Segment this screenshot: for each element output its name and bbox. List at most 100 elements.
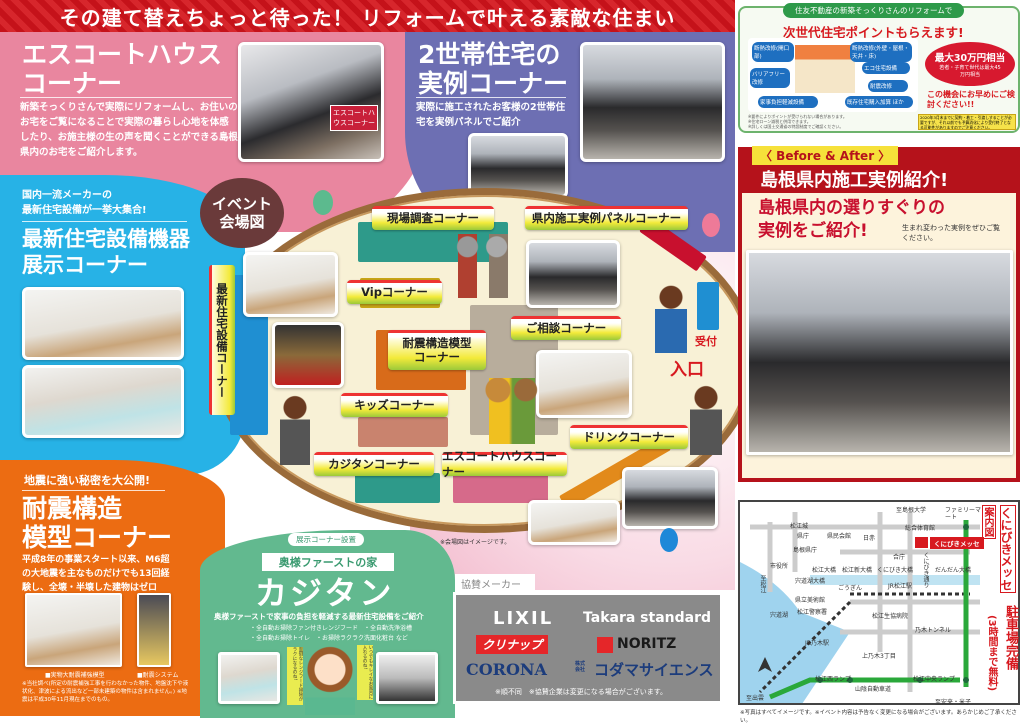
venue-badge-line2: 会場図 bbox=[219, 213, 265, 231]
equipment-lead-line1: 国内一流メーカーの bbox=[22, 190, 112, 201]
escort-title: エスコートハウス コーナー bbox=[22, 40, 222, 98]
beforeafter-photo bbox=[746, 250, 1013, 455]
equipment-lead: 国内一流メーカーの 最新住宅設備が一挙大集合! bbox=[22, 188, 147, 218]
corner-label-kajitan: カジタンコーナー bbox=[314, 452, 434, 476]
points-tag: 既存住宅購入加算 ほか bbox=[845, 96, 913, 108]
staff-illustration bbox=[280, 395, 310, 465]
kajitan-items-1: ・全自動お掃除ファン付きレンジフード ・全自動洗浄浴槽 bbox=[250, 625, 413, 632]
map-place: くにびき通り bbox=[922, 552, 929, 588]
sponsors-title: 協賛メーカー bbox=[455, 574, 535, 593]
points-ribbon: 住友不動産の新築そっくりさんのリフォームで bbox=[783, 3, 965, 18]
quake-desc: 平成8年の事業スタート以来、M6超の大地震を主なものだけでも13回経験し、全壊・… bbox=[22, 555, 170, 593]
sponsors-note: ※順不同 ※協賛企業は変更になる場合がございます。 bbox=[495, 688, 668, 696]
map-place: 合庁 bbox=[893, 554, 906, 561]
housewife-illustration bbox=[305, 645, 355, 715]
quake-note: ※当社調べ(所定の耐震補強工事を行わなかった物件、地盤沈下や液状化、津波による流… bbox=[22, 681, 189, 703]
corner-label-equipment: 最新住宅設備コーナー bbox=[209, 265, 235, 415]
footer-note: ※写真はすべてイメージです。※イベント内容は予告なく変更になる場合がございます。… bbox=[740, 710, 1017, 724]
map-place: 松江城 bbox=[790, 523, 809, 530]
points-tag: バリアフリー改修 bbox=[750, 68, 790, 88]
map-place: JR松江駅 bbox=[888, 583, 912, 590]
points-fine-2: ※住宅ローン減税と併用できます。 bbox=[748, 119, 811, 124]
kajitan-logo: カジタン bbox=[255, 574, 395, 612]
kajitan-desc: 奥様ファーストで家事の負担を軽減する最新住宅設備をご紹介 bbox=[214, 612, 424, 621]
venue-photo bbox=[622, 467, 718, 529]
house-icon bbox=[795, 45, 855, 93]
sponsor-lixil: LIXIL bbox=[493, 608, 554, 629]
sponsor-takara: Takara standard bbox=[583, 610, 712, 626]
map-place: 松江西ランプ bbox=[815, 676, 851, 683]
venue-photo bbox=[526, 240, 620, 308]
divider bbox=[22, 490, 165, 491]
points-max-badge: 最大30万円相当 若者・子育て世代は最大45万円相当 bbox=[925, 42, 1015, 86]
map-place: 上乃木3丁目 bbox=[862, 653, 896, 660]
kajitan-photo-bath bbox=[218, 652, 280, 704]
map-place: 至島根大学 bbox=[896, 507, 927, 514]
kajitan-tag: 展示コーナー設置 bbox=[288, 533, 364, 546]
map-place: 宍道湖大橋 bbox=[795, 578, 826, 585]
points-fine: ※要件によりポイントが受けられない場合があります。 ※住宅ローン減税と併用できま… bbox=[748, 114, 847, 129]
map-place: くにびき大橋 bbox=[877, 567, 914, 574]
map-place: 乃木トンネル bbox=[915, 627, 951, 634]
kajitan-bubble-2: いつでもキレイなお風呂に入れるのね! bbox=[357, 645, 373, 700]
corner-label-drink: ドリンクコーナー bbox=[570, 425, 688, 449]
escort-title-line2: コーナー bbox=[22, 69, 123, 98]
kajitan-bubble-1: 面倒なレンジフード掃除がラクになるのね! bbox=[287, 647, 303, 705]
kajitan-sub: 奥様ファーストの家 bbox=[262, 553, 394, 571]
kitchen-photo bbox=[22, 287, 184, 360]
map-place: JR乃木駅 bbox=[805, 640, 829, 647]
kajitan-items-2: ・全自動お掃除トイレ ・お掃除ラクラク洗面化粧台 など bbox=[250, 635, 408, 642]
corner-label-consult: ご相談コーナー bbox=[511, 316, 621, 340]
map-side-parking: 駐車場完備 bbox=[1003, 605, 1018, 670]
sponsor-noritz: NORITZ bbox=[617, 636, 677, 652]
quake-lead: 地震に強い秘密を大公開! bbox=[24, 474, 151, 487]
corner-label-panel: 県内施工実例パネルコーナー bbox=[525, 206, 688, 230]
map-place: 松江新大橋 bbox=[842, 567, 873, 574]
nisetai-desc: 実際に施工されたお客様の2世帯住宅を実例パネルでご紹介 bbox=[416, 102, 566, 128]
points-tag: 家事負担軽減設備 bbox=[758, 96, 818, 108]
venue-badge: イベント 会場図 bbox=[200, 178, 284, 248]
escort-photo bbox=[238, 42, 384, 162]
equipment-title-line1: 最新住宅設備機器 bbox=[22, 227, 190, 251]
map-place: 島根県庁 bbox=[793, 547, 818, 554]
bath-photo bbox=[22, 365, 184, 438]
equipment-lead-line2: 最新住宅設備が一挙大集合! bbox=[22, 205, 147, 216]
map-place: 市役所 bbox=[770, 563, 789, 570]
quake-panel bbox=[0, 460, 225, 716]
quake-title: 耐震構造 模型コーナー bbox=[22, 494, 172, 552]
sponsor-corona: CORONA bbox=[466, 660, 547, 679]
map-place: 県民会館 bbox=[827, 533, 852, 540]
noritz-logo-icon bbox=[597, 637, 613, 653]
map-place: 松江中央ランプ bbox=[913, 676, 955, 683]
balloon-icon bbox=[660, 528, 678, 552]
escort-desc: 新築そっくりさんで実際にリフォームし、お住いのお宅をご覧になることで実際の暮らし… bbox=[20, 102, 238, 158]
beforeafter-sub-line1: 島根県内の選りすぐりの bbox=[758, 198, 945, 218]
map-place: 県立美術館 bbox=[795, 597, 826, 604]
booth-block bbox=[453, 473, 548, 503]
map-place: 県庁 bbox=[797, 533, 810, 540]
map-venue-marker bbox=[915, 537, 928, 548]
map-venue-label: くにびきメッセ bbox=[930, 537, 984, 549]
quake-title-line2: 模型コーナー bbox=[22, 523, 173, 552]
map-place: 山陰自動車道 bbox=[855, 686, 892, 693]
beforeafter-tag: 〈 Before & After 〉 bbox=[752, 146, 899, 165]
map-roads bbox=[740, 512, 980, 703]
points-tag: 断熱改修(外壁・屋根・天井・床) bbox=[850, 42, 912, 62]
quake-title-line1: 耐震構造 bbox=[22, 494, 123, 523]
points-tag: 耐震改修 bbox=[868, 80, 908, 92]
equipment-title: 最新住宅設備機器 展示コーナー bbox=[22, 226, 190, 278]
reception-desk bbox=[697, 282, 719, 330]
map-place: 松江警察署 bbox=[797, 609, 828, 616]
map-side-guide: 案内図 bbox=[982, 505, 996, 539]
map-place: ファミリーマート bbox=[945, 507, 982, 521]
header-title: その建て替えちょっと待った！ リフォームで叶える素敵な住まい bbox=[59, 5, 676, 30]
booth-block bbox=[358, 417, 448, 447]
divider bbox=[416, 97, 566, 98]
beforeafter-sub-line2: 実例をご紹介! bbox=[758, 221, 868, 241]
equipment-title-line2: 展示コーナー bbox=[22, 253, 148, 277]
venue-photo bbox=[243, 252, 338, 317]
visitor-illustration bbox=[655, 285, 687, 353]
corner-label-kids: キッズコーナー bbox=[341, 393, 448, 417]
venue-photo bbox=[528, 500, 620, 545]
map-side-free: (3時間まで無料) bbox=[986, 615, 997, 692]
